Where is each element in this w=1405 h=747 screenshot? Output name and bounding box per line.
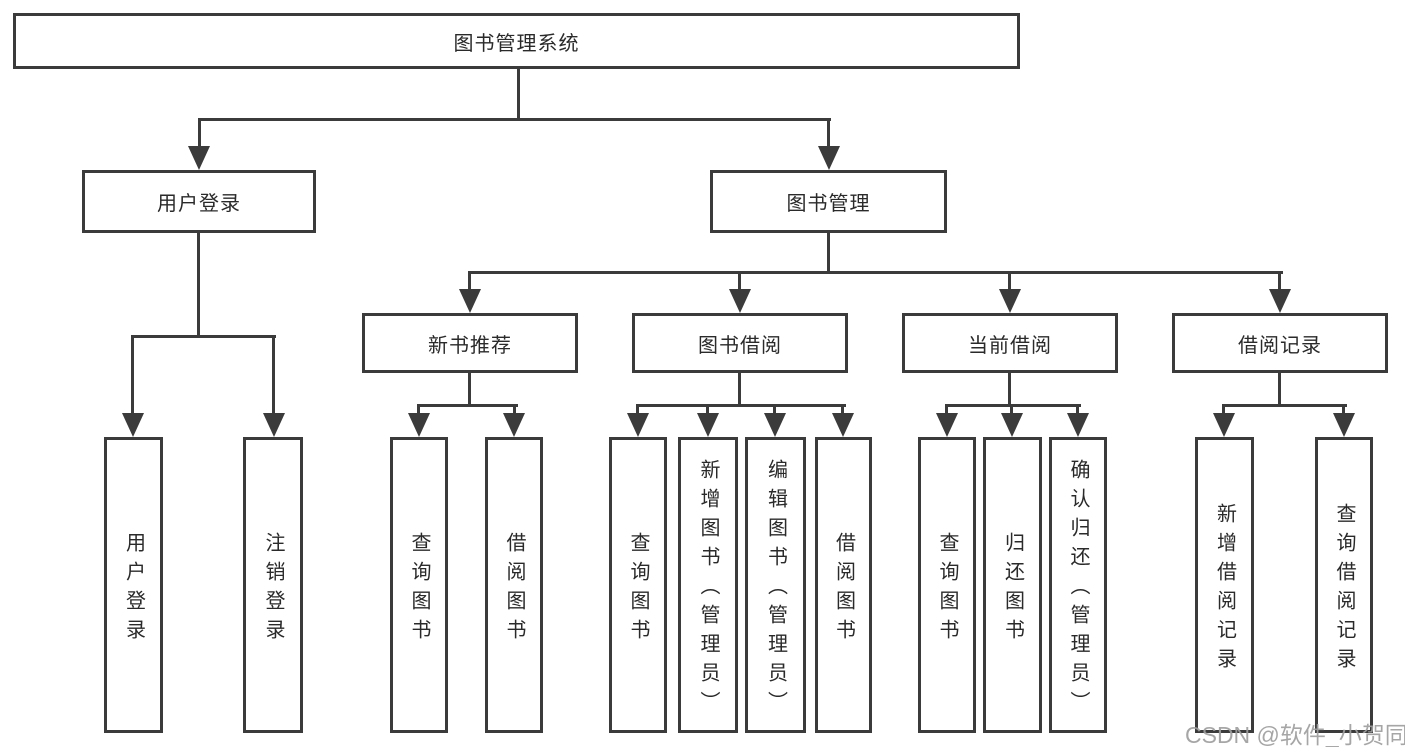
leaf-label: 查询图书 [408, 531, 430, 648]
leaf-label: 新增图书（管理员） [697, 459, 719, 720]
connector [417, 404, 420, 417]
connector [131, 335, 134, 417]
connector [1076, 404, 1079, 417]
arrowhead-down [818, 146, 840, 170]
arrowhead-down [1067, 413, 1089, 437]
arrowhead-down [1213, 413, 1235, 437]
arrowhead-down [729, 289, 751, 313]
connector [1010, 404, 1013, 417]
connector [945, 404, 1081, 407]
arrowhead-down [408, 413, 430, 437]
arrowhead-down [697, 413, 719, 437]
leaf-label: 借阅图书 [832, 531, 855, 648]
arrowhead-down [936, 413, 958, 437]
leaf-query-books-2: 查询图书 [609, 437, 667, 733]
leaf-query-books-3: 查询图书 [918, 437, 976, 733]
connector [945, 404, 948, 417]
connector [517, 68, 520, 120]
connector [198, 118, 831, 121]
connector [827, 232, 830, 274]
connector [417, 404, 518, 407]
arrowhead-down [188, 146, 210, 170]
leaf-add-borrow-record: 新增借阅记录 [1195, 437, 1254, 733]
connector [636, 404, 639, 417]
connector [1222, 404, 1347, 407]
arrowhead-down [263, 413, 285, 437]
node-book-borrow: 图书借阅 [632, 313, 848, 373]
connector [468, 271, 1283, 274]
connector [1008, 271, 1011, 293]
node-new-book-recommend: 新书推荐 [362, 313, 578, 373]
connector [841, 404, 844, 417]
csdn-watermark: CSDN @软件_小贺同学 [1185, 722, 1405, 747]
leaf-label: 注销登录 [262, 531, 284, 648]
connector [468, 371, 471, 407]
connector [1278, 371, 1281, 407]
leaf-query-books-1: 查询图书 [390, 437, 448, 733]
leaf-borrow-books-1: 借阅图书 [485, 437, 543, 733]
connector [738, 371, 741, 407]
leaf-user-login: 用户登录 [104, 437, 163, 733]
arrowhead-down [1269, 289, 1291, 313]
node-borrow-record: 借阅记录 [1172, 313, 1388, 373]
leaf-label: 借阅图书 [503, 531, 525, 648]
leaf-label: 用户登录 [122, 531, 145, 648]
arrowhead-down [459, 289, 481, 313]
connector [468, 271, 471, 293]
leaf-label: 查询图书 [627, 531, 649, 648]
node-book-management-branch: 图书管理 [710, 170, 947, 233]
node-current-borrow: 当前借阅 [902, 313, 1118, 373]
connector [827, 118, 830, 154]
connector [1278, 271, 1281, 293]
leaf-label: 查询图书 [936, 531, 958, 648]
leaf-label: 确认归还（管理员） [1067, 459, 1089, 720]
leaf-return-books: 归还图书 [983, 437, 1042, 733]
leaf-edit-books-admin: 编辑图书（管理员） [745, 437, 806, 733]
arrowhead-down [503, 413, 525, 437]
leaf-label: 新增借阅记录 [1213, 502, 1236, 677]
arrowhead-down [1001, 413, 1023, 437]
connector [513, 404, 516, 417]
connector [197, 232, 200, 338]
connector [738, 271, 741, 293]
leaf-borrow-books-2: 借阅图书 [815, 437, 872, 733]
node-root-system: 图书管理系统 [13, 13, 1020, 69]
leaf-label: 编辑图书（管理员） [764, 459, 787, 720]
connector [198, 118, 201, 154]
connector [1342, 404, 1345, 417]
leaf-confirm-return-admin: 确认归还（管理员） [1049, 437, 1107, 733]
leaf-logout: 注销登录 [243, 437, 303, 733]
leaf-label: 查询借阅记录 [1333, 502, 1355, 677]
arrowhead-down [122, 413, 144, 437]
connector [773, 404, 776, 417]
connector [131, 335, 276, 338]
connector [636, 404, 846, 407]
arrowhead-down [627, 413, 649, 437]
arrowhead-down [1333, 413, 1355, 437]
leaf-query-borrow-record: 查询借阅记录 [1315, 437, 1373, 733]
arrowhead-down [764, 413, 786, 437]
node-user-login-branch: 用户登录 [82, 170, 316, 233]
leaf-label: 归还图书 [1001, 531, 1024, 648]
arrowhead-down [999, 289, 1021, 313]
connector [1008, 371, 1011, 407]
connector [272, 335, 275, 417]
connector [706, 404, 709, 417]
connector [1222, 404, 1225, 417]
arrowhead-down [832, 413, 854, 437]
leaf-add-books-admin: 新增图书（管理员） [678, 437, 738, 733]
